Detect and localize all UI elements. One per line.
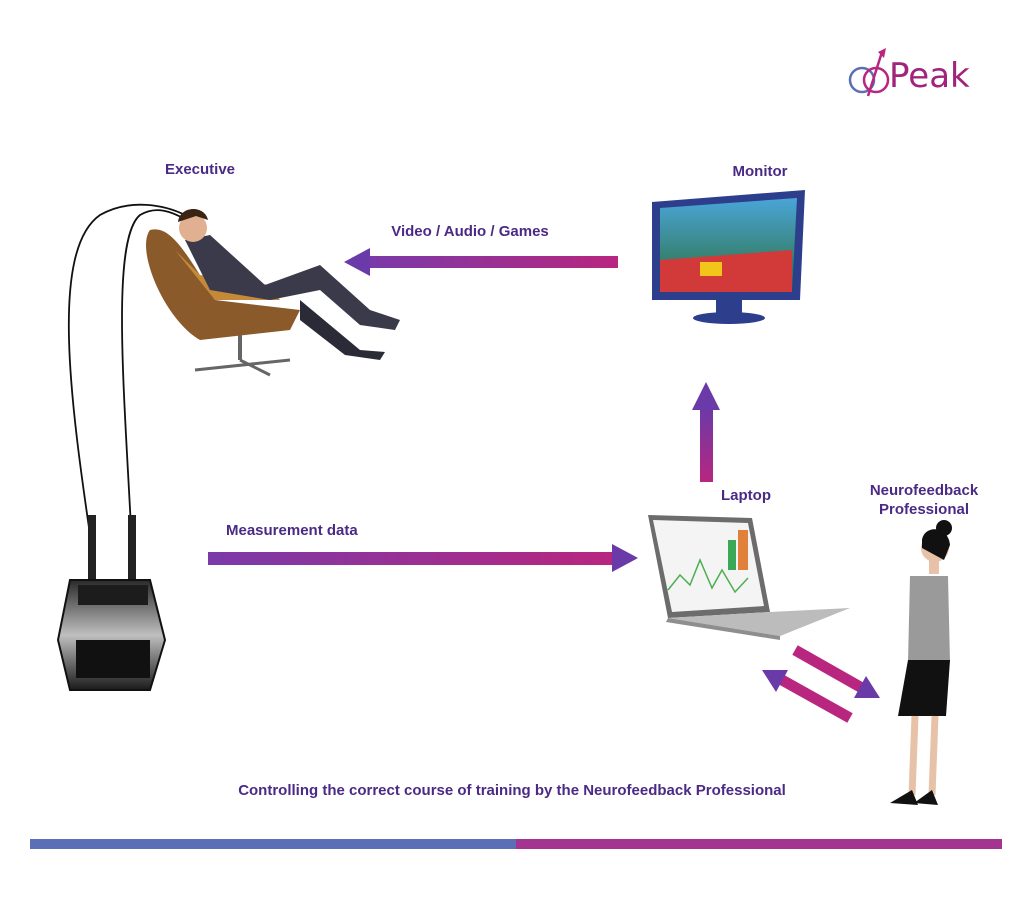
eeg-device [56, 515, 167, 691]
professional-figure [890, 520, 952, 805]
caption: Controlling the correct course of traini… [238, 782, 786, 799]
measurement-arrow [208, 544, 638, 572]
label-professional-line1: Neurofeedback [869, 482, 979, 499]
label-measurement-data: Measurement data [226, 522, 358, 539]
label-neurofeedback-professional: Neurofeedback Professional [846, 481, 1002, 519]
label-professional-line2: Professional [878, 501, 970, 518]
laptop-to-monitor-arrow [692, 382, 720, 482]
eeg-cables [67, 203, 191, 549]
footer-bar-blue [30, 839, 516, 849]
label-video-audio-games: Video / Audio / Games [391, 223, 549, 240]
label-executive: Executive [164, 161, 236, 178]
laptop-figure [648, 515, 850, 640]
brain-arrow-icon [848, 48, 890, 97]
logo-text: Peak [889, 56, 970, 96]
executive-figure [146, 208, 400, 377]
professional-exchange-arrows [762, 645, 880, 723]
video-arrow [344, 248, 618, 276]
label-laptop: Laptop [721, 487, 771, 504]
footer-bar-purple [516, 839, 1002, 849]
monitor-figure [652, 190, 805, 324]
label-monitor: Monitor [732, 163, 788, 180]
